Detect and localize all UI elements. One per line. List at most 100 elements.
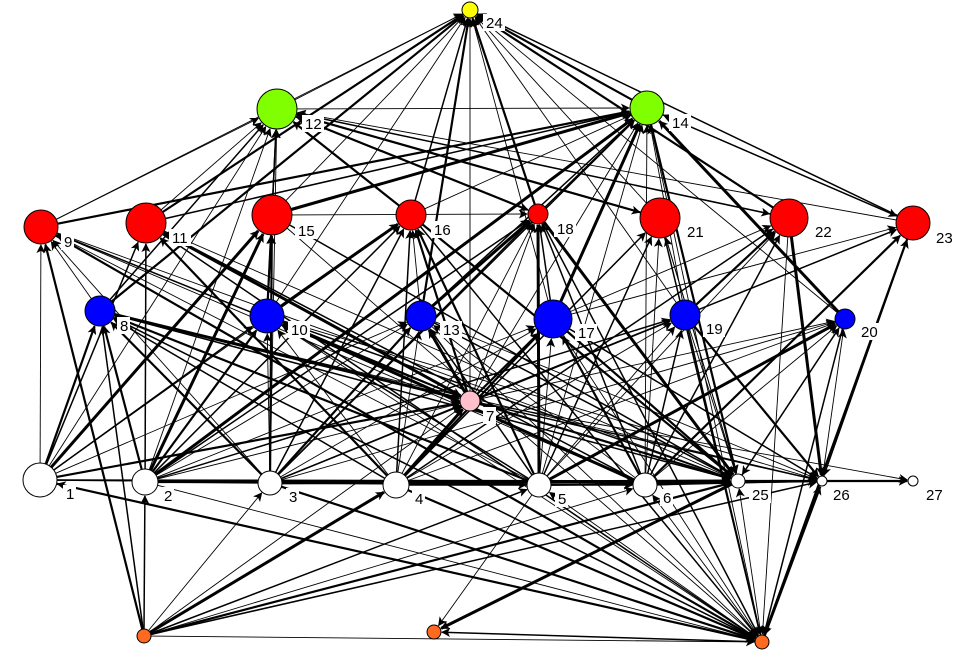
edge-8-o3 — [113, 317, 756, 640]
node-2[interactable] — [131, 468, 159, 496]
edge-11-12 — [160, 122, 262, 211]
node-label-17: 17 — [578, 325, 595, 342]
edge-13-26 — [434, 321, 818, 480]
edge-o1-26 — [150, 479, 818, 636]
edge-17-18 — [536, 224, 552, 301]
node-label-bg-6 — [660, 489, 673, 506]
edge-10-26 — [283, 320, 818, 482]
edge-3-o3 — [281, 485, 756, 642]
edge-3-14 — [277, 120, 635, 476]
node-13[interactable] — [405, 300, 437, 332]
node-19[interactable] — [669, 299, 701, 331]
edge-o1-o3 — [150, 635, 755, 647]
edge-8-12 — [109, 124, 264, 301]
node-7[interactable] — [459, 390, 481, 412]
edge-3-8 — [110, 321, 263, 476]
edge-8-25 — [114, 314, 732, 482]
node-25[interactable] — [730, 473, 746, 489]
node-8[interactable] — [84, 295, 116, 327]
edge-1-15 — [50, 229, 260, 469]
node-24[interactable] — [461, 1, 479, 19]
node-label-bg-26 — [830, 486, 852, 503]
node-label-5: 5 — [558, 491, 566, 508]
node-label-18: 18 — [557, 221, 574, 238]
edge-16-12 — [292, 121, 400, 207]
edge-20-24 — [476, 15, 838, 313]
node-label-bg-18 — [554, 220, 576, 237]
node-10[interactable] — [249, 298, 285, 334]
node-label-bg-27 — [923, 486, 945, 503]
node-4[interactable] — [382, 471, 410, 499]
node-label-19: 19 — [706, 321, 723, 338]
node-label-bg-15 — [295, 222, 317, 239]
edge-15-12 — [271, 129, 281, 196]
edge-2-13 — [155, 323, 409, 476]
edge-7-20 — [479, 318, 836, 400]
node-14[interactable] — [629, 90, 665, 126]
node-12[interactable] — [256, 88, 298, 130]
node-16[interactable] — [395, 199, 427, 231]
edge-3-20 — [281, 319, 836, 481]
node-5[interactable] — [526, 472, 552, 498]
node-o3[interactable] — [754, 634, 770, 650]
edge-19-22 — [695, 230, 776, 306]
node-o2[interactable] — [426, 624, 442, 640]
node-label-20: 20 — [861, 324, 878, 341]
node-label-11: 11 — [172, 230, 188, 247]
edge-17-24 — [470, 17, 549, 301]
node-label-bg-24 — [483, 14, 505, 31]
node-label-bg-12 — [302, 115, 324, 132]
node-9[interactable] — [23, 209, 59, 245]
edge-16-o3 — [419, 226, 758, 637]
edge-13-o3 — [431, 326, 757, 638]
node-label-12: 12 — [305, 116, 322, 133]
node-label-bg-23 — [933, 229, 955, 246]
edge-1-7 — [56, 400, 461, 478]
edge-o1-3 — [148, 492, 263, 631]
edge-3-16 — [274, 228, 405, 473]
node-22[interactable] — [769, 198, 809, 238]
node-label-22: 22 — [815, 224, 832, 241]
node-21[interactable] — [639, 197, 681, 239]
edge-10-24 — [276, 16, 466, 303]
edge-22-24 — [476, 13, 774, 209]
node-3[interactable] — [257, 470, 283, 496]
edge-5-o2 — [438, 494, 533, 627]
node-label-9: 9 — [64, 234, 72, 251]
node-1[interactable] — [22, 462, 58, 498]
edge-2-15 — [149, 233, 265, 471]
node-18[interactable] — [527, 203, 549, 225]
node-label-6: 6 — [663, 490, 671, 507]
edge-7-18 — [472, 223, 536, 392]
edge-11-14 — [165, 109, 631, 220]
node-26[interactable] — [816, 475, 828, 487]
node-20[interactable] — [834, 308, 856, 330]
edge-23-14 — [662, 114, 898, 217]
node-label-15: 15 — [298, 223, 315, 240]
node-15[interactable] — [251, 194, 293, 236]
edge-layer — [36, 13, 909, 647]
edge-15-o3 — [286, 227, 757, 638]
edge-8-9 — [50, 240, 92, 299]
edge-6-23 — [652, 234, 901, 478]
edge-17-22 — [570, 224, 772, 312]
edge-22-26 — [789, 236, 825, 476]
node-6[interactable] — [632, 472, 658, 498]
node-11[interactable] — [125, 202, 167, 244]
edge-2-14 — [154, 117, 634, 476]
node-23[interactable] — [895, 205, 931, 241]
edge-18-14 — [544, 119, 635, 208]
node-27[interactable] — [907, 475, 919, 487]
node-label-bg-2 — [161, 487, 174, 504]
edge-19-25 — [689, 329, 738, 475]
edge-5-19 — [546, 326, 676, 477]
edge-7-14 — [474, 122, 639, 393]
edge-7-19 — [479, 319, 671, 398]
edge-19-24 — [474, 16, 677, 303]
edge-12-14 — [296, 103, 630, 113]
edge-22-12 — [296, 110, 771, 215]
node-17[interactable] — [533, 299, 573, 339]
node-o1[interactable] — [136, 628, 152, 644]
